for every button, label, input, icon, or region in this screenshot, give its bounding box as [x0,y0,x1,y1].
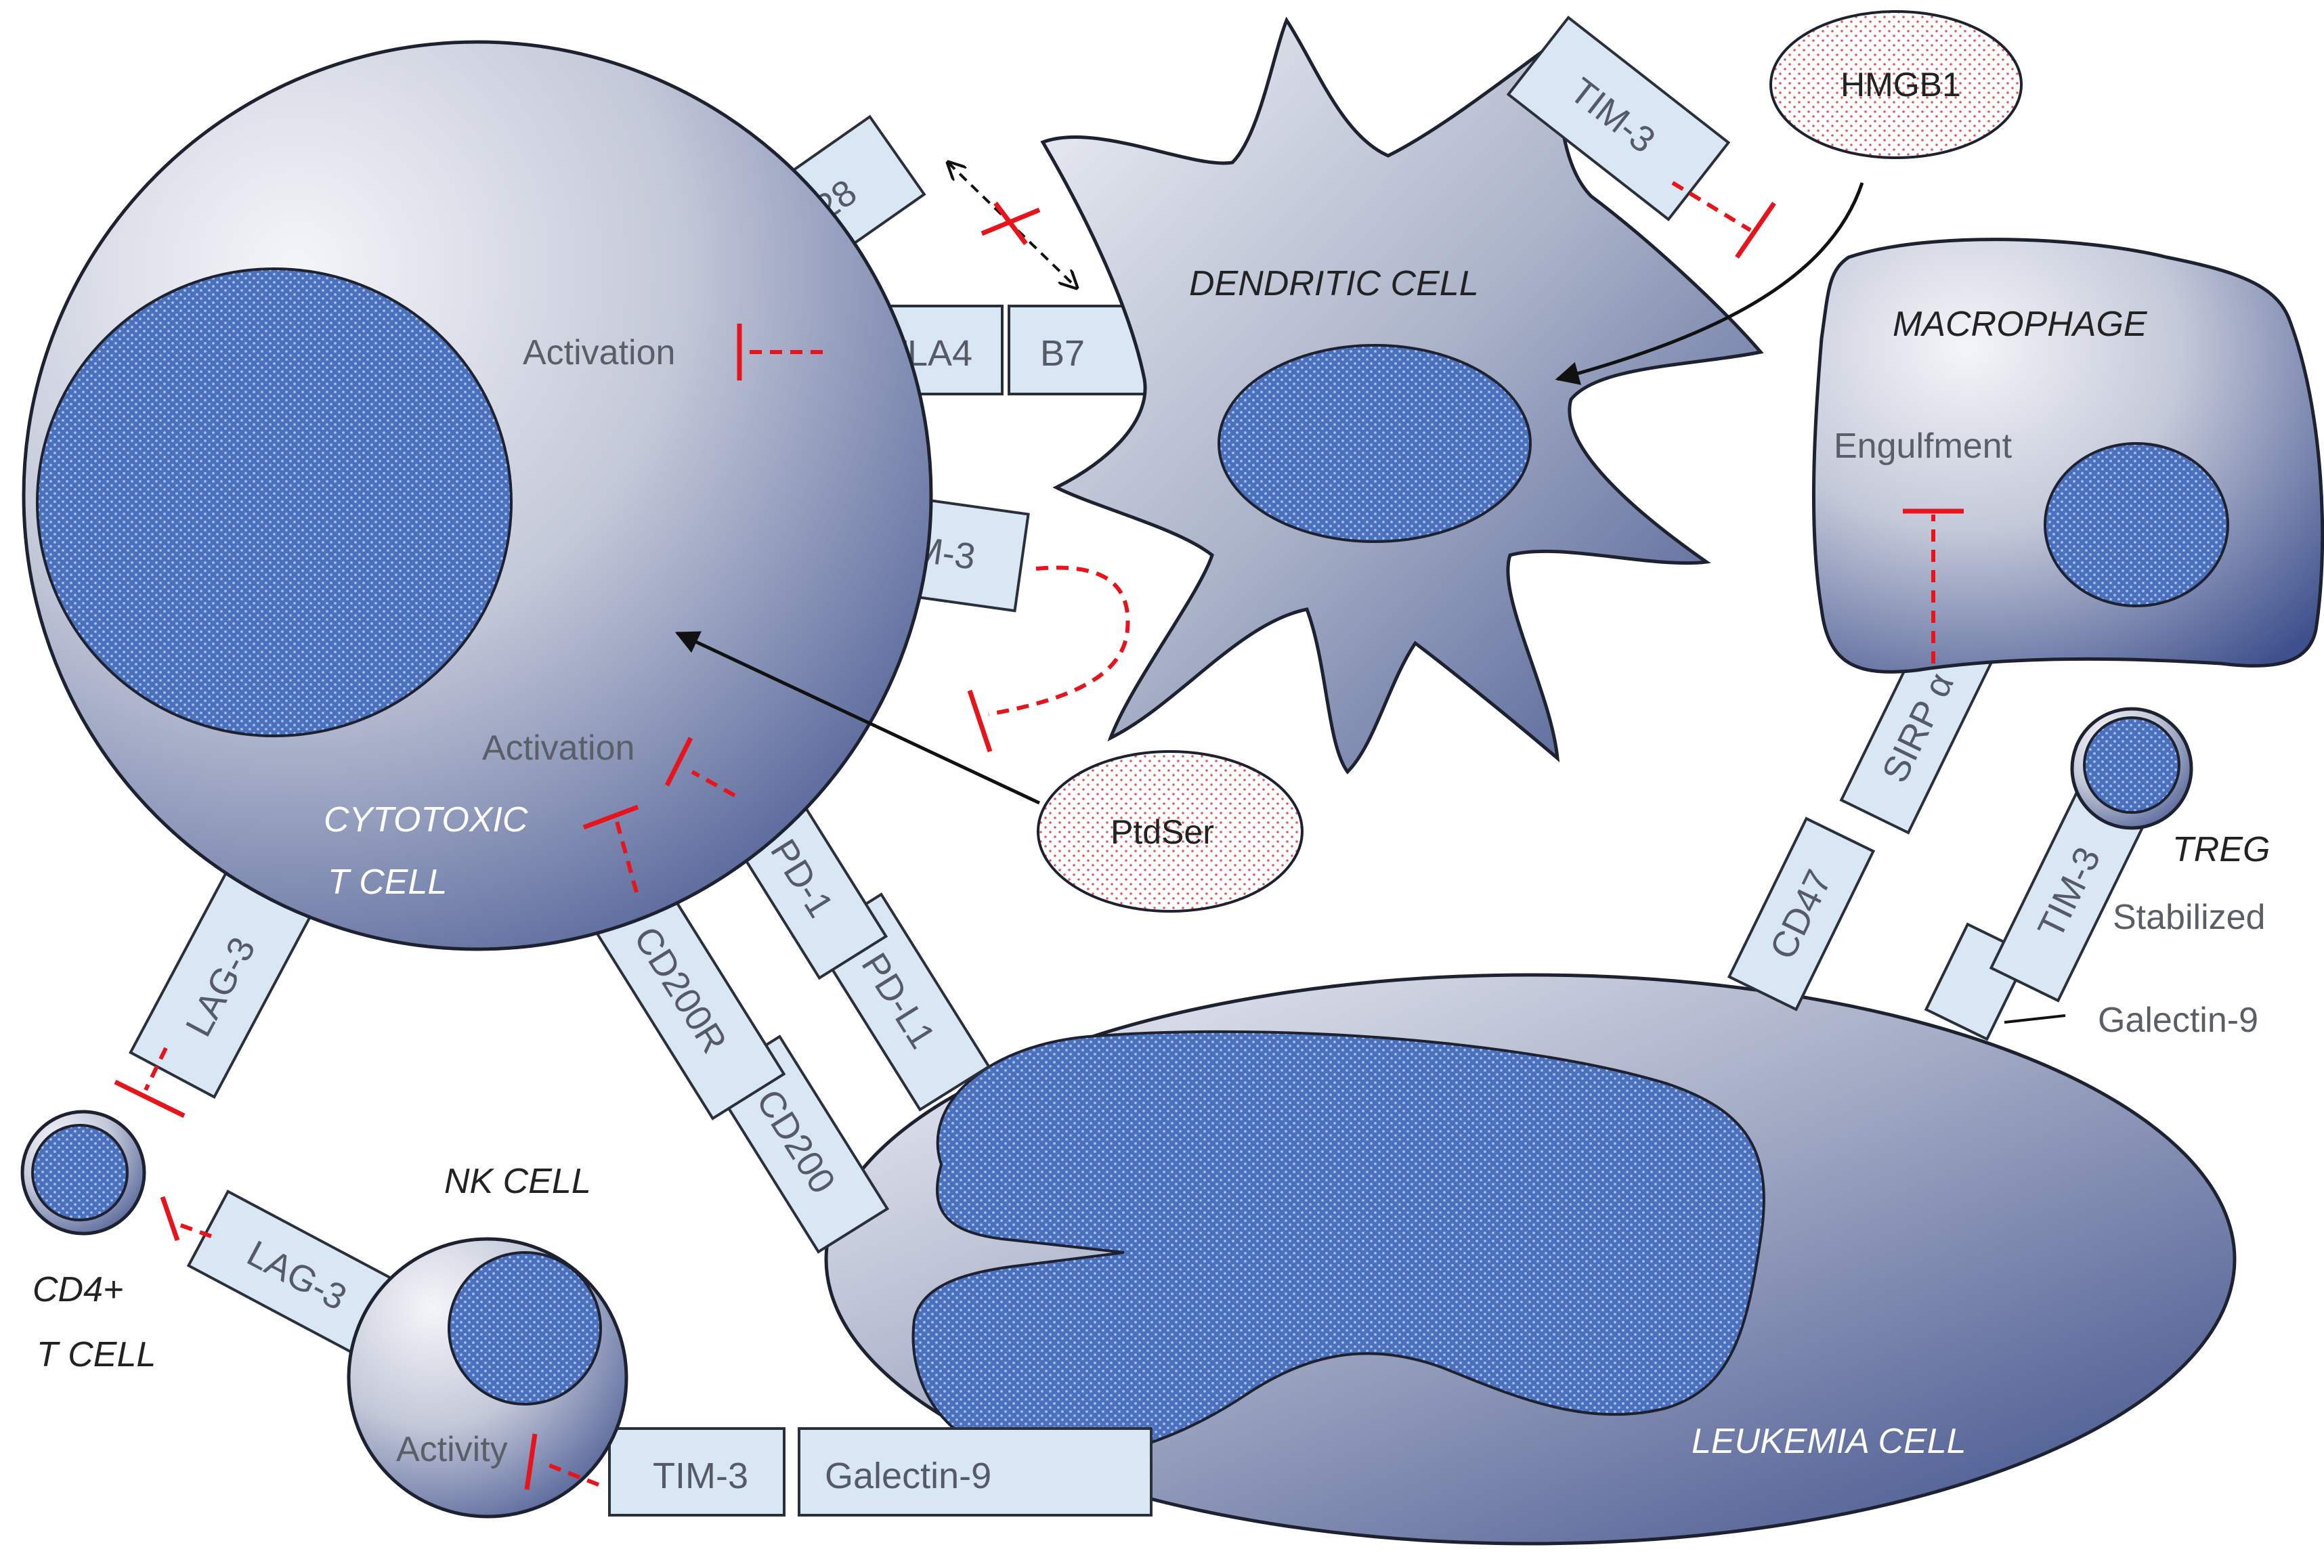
leukemia-cell-label: LEUKEMIA CELL [1692,1422,1966,1461]
treg-cell: TREG Stabilized [2070,707,2270,937]
treg-cell-nucleus [2083,716,2180,814]
dendritic-cell: B7 DENDRITIC CELL TIM-3 [1008,16,1764,775]
tim-3-dc-receptor: TIM-3 [1506,16,1731,221]
tim3-inhibits-nk-activity [524,1433,600,1490]
tim-3-nk-label: TIM-3 [653,1456,748,1496]
dendritic-cell-label: DENDRITIC CELL [1189,264,1479,303]
activation-label-2: Activation [482,728,634,768]
treg-cell-label: TREG [2172,830,2270,869]
ptdser-to-tcell-arrow [674,631,1041,805]
cd200r-inhibits-activation [582,804,639,893]
cd4-t-cell-label-line1: CD4+ [33,1270,123,1309]
lag-3-tcell-receptor: LAG-3 [129,871,311,1099]
cd47-receptor: CD47 [1727,816,1876,1011]
cytotoxic-t-cell-label-line2: T CELL [328,863,447,902]
tim3-tcell-inhibits-ptdser [967,565,1130,753]
activation-label-1: Activation [523,333,675,372]
lag-3-nk-receptor: LAG-3 [186,1190,410,1363]
cd4-t-cell-label-line2: T CELL [37,1335,156,1374]
pd1-inhibits-activation [664,737,736,798]
tim-3-nk-receptor: TIM-3 [608,1427,786,1517]
macrophage: MACROPHAGE Engulfment [1811,238,2324,674]
galectin-9-treg-label: Galectin-9 [2098,1001,2258,1040]
macrophage-label: MACROPHAGE [1893,305,2148,344]
hmgb1-to-dendritic-arrow [1555,182,1864,385]
leukemia-nucleus [911,1030,1765,1461]
cytotoxic-t-cell-nucleus [36,267,513,737]
nk-cell-label: NK CELL [444,1162,591,1201]
galectin-9-nk-label: Galectin-9 [825,1456,991,1496]
b7-label: B7 [1040,333,1085,374]
macrophage-nucleus [2044,442,2229,607]
ctla4-inhibits-activation [737,324,823,380]
stabilized-label: Stabilized [2113,898,2265,937]
cd4-t-cell-nucleus [31,1124,129,1221]
dendritic-cell-nucleus [1218,344,1532,543]
tim3-dc-inhibits-hmgb1 [1671,181,1776,259]
nk-cell-nucleus [448,1251,602,1406]
galectin-9-treg-pointer [2004,1014,2066,1024]
cytotoxic-t-cell: Activation Activation CYTOTOXIC T CELL [22,40,933,951]
hmgb1-molecule: HMGB1 [1769,10,2023,159]
lag3-inhibits-cd4 [114,1047,186,1118]
nk-cell: NK CELL Activity [347,1162,628,1519]
ptdser-molecule: PtdSer [1037,750,1304,913]
engulfment-label: Engulfment [1834,427,2013,466]
cytotoxic-t-cell-label-line1: CYTOTOXIC [324,800,528,840]
lag3-inhibits-nk [160,1196,213,1242]
activity-label: Activity [396,1430,508,1469]
cd28-b7-block-cross [981,201,1041,246]
leukemia-cell [824,973,2237,1546]
hmgb1-label: HMGB1 [1841,66,1961,104]
cd4-t-cell: CD4+ T CELL [20,1110,156,1374]
ptdser-label: PtdSer [1111,813,1214,851]
galectin-9-nk-receptor: Galectin-9 [798,1427,1153,1517]
macrophage-engulfment-inhibition [1903,508,1964,663]
